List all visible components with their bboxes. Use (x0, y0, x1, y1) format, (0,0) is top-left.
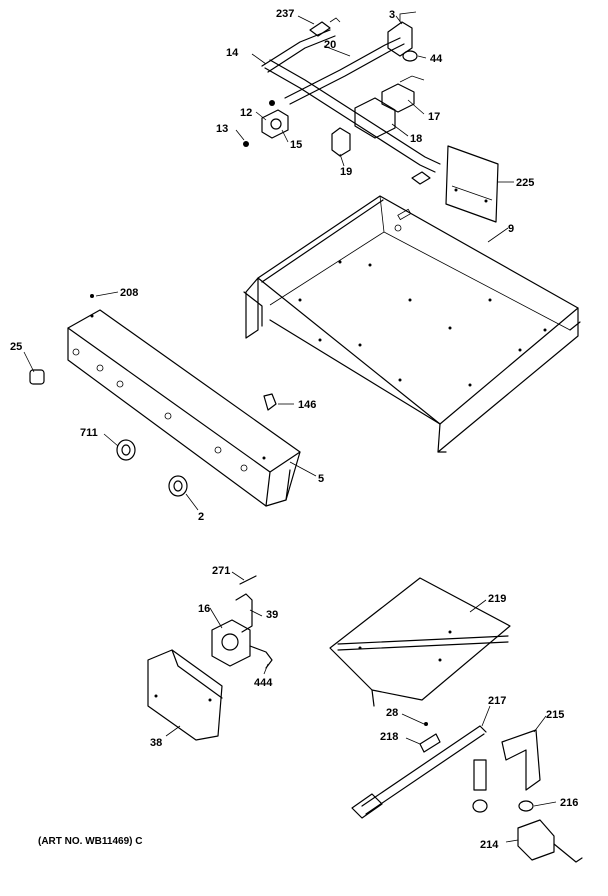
callout-17: 17 (428, 111, 440, 123)
burner-box (243, 195, 581, 453)
callout-44: 44 (430, 53, 443, 65)
callout-12: 12 (240, 107, 252, 119)
callout-labels: 237 3 14 20 44 17 12 13 15 18 19 225 9 2… (10, 8, 578, 851)
callout-216: 216 (560, 797, 578, 809)
callout-16: 16 (198, 603, 210, 615)
callout-5: 5 (318, 473, 324, 485)
grommets (29, 369, 277, 497)
callout-146: 146 (298, 399, 316, 411)
callout-444: 444 (254, 677, 273, 689)
oven-valve-bracket (501, 729, 583, 863)
leader-lines (23, 15, 557, 843)
callout-14: 14 (226, 47, 239, 59)
callout-217: 217 (488, 695, 506, 707)
manifold-assembly (243, 11, 441, 185)
heat-shield-plate (445, 145, 499, 223)
callout-39: 39 (266, 609, 278, 621)
callout-38: 38 (150, 737, 162, 749)
callout-208: 208 (120, 287, 138, 299)
callout-9: 9 (508, 223, 514, 235)
callout-18: 18 (410, 133, 422, 145)
callout-3: 3 (389, 9, 395, 21)
callout-25: 25 (10, 341, 22, 353)
oven-valve-assembly (147, 575, 273, 741)
callout-20: 20 (324, 39, 336, 51)
callout-28: 28 (386, 707, 398, 719)
bottom-shield (329, 577, 511, 707)
callout-219: 219 (488, 593, 506, 605)
callout-225: 225 (516, 177, 534, 189)
oven-burner-tube (351, 722, 488, 819)
callout-711: 711 (80, 427, 98, 439)
callout-15: 15 (290, 139, 302, 151)
callout-215: 215 (546, 709, 564, 721)
callout-214: 214 (480, 839, 499, 851)
callout-218: 218 (380, 731, 398, 743)
callout-19: 19 (340, 166, 352, 178)
art-number-caption: (ART NO. WB11469) C (38, 836, 143, 847)
callout-13: 13 (216, 123, 228, 135)
callout-271: 271 (212, 565, 230, 577)
manifold-panel (67, 294, 301, 507)
callout-237: 237 (276, 8, 294, 20)
callout-2: 2 (198, 511, 204, 523)
